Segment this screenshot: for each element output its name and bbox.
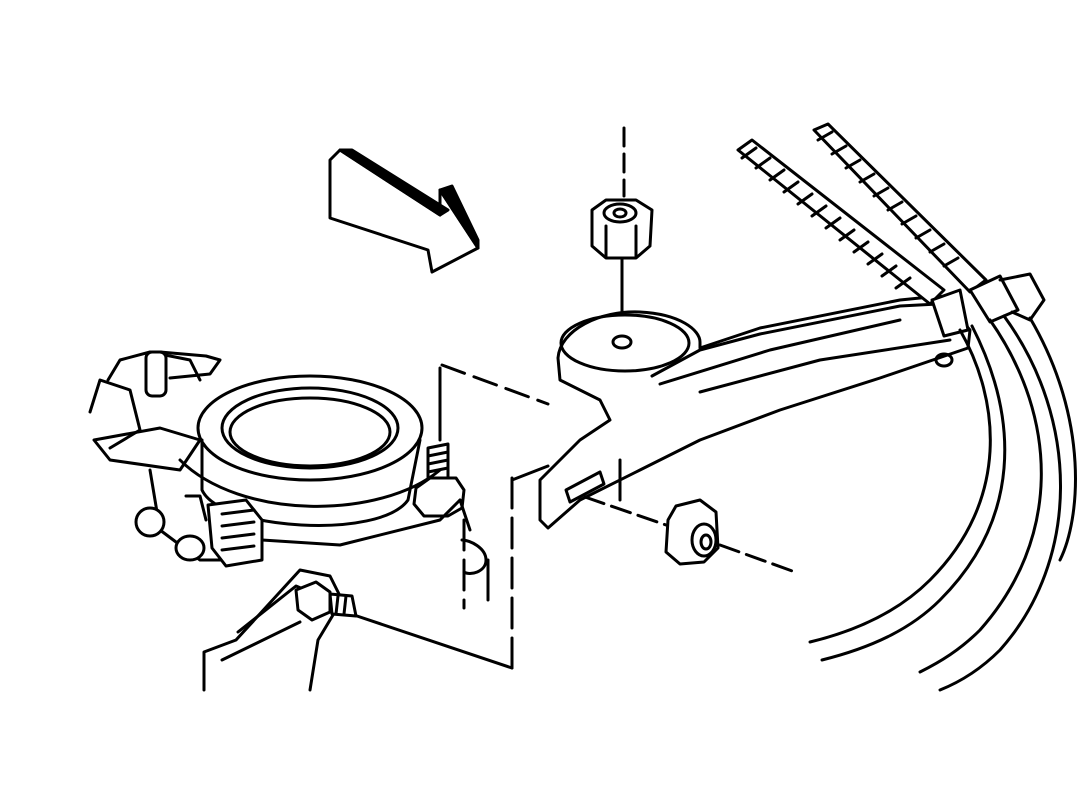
throttle-body bbox=[88, 350, 490, 602]
hex-nut-front-icon bbox=[583, 495, 797, 574]
direction-arrow-icon bbox=[328, 148, 480, 274]
cable-bundle bbox=[736, 122, 1077, 692]
hex-nut-top-icon bbox=[590, 126, 654, 342]
assembly-leader-lines bbox=[352, 363, 550, 672]
mounting-bracket bbox=[538, 294, 972, 530]
side-bolt-icon bbox=[202, 568, 358, 692]
